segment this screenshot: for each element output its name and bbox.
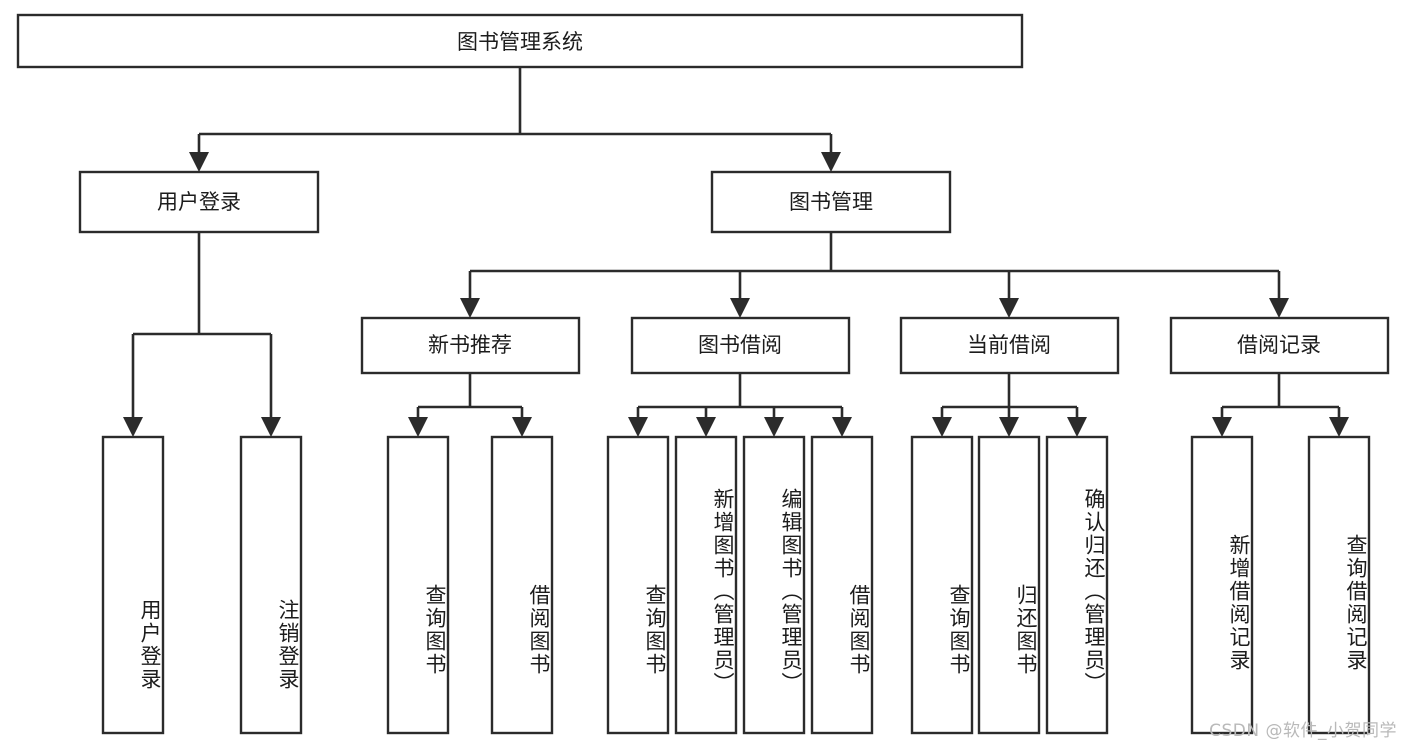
- connector-user-login-to-leaves: [123, 232, 281, 437]
- connector-book-management-to-level2: [460, 232, 1289, 318]
- node-box-leaf-query-record[interactable]: [1307, 435, 1371, 735]
- connector-borrow-record-to-leaves: [1212, 373, 1349, 437]
- arrow-head-icon: [730, 298, 750, 318]
- arrow-head-icon: [821, 152, 841, 172]
- arrow-head-icon: [512, 417, 532, 437]
- connector-new-book-recommend-to-leaves: [408, 373, 532, 437]
- node-label-book-borrow: 图书借阅: [698, 333, 782, 357]
- node-box-leaf-add-record[interactable]: [1190, 435, 1254, 735]
- node-box-leaf-add-book[interactable]: [674, 435, 738, 735]
- arrow-head-icon: [123, 417, 143, 437]
- node-box-leaf-borrow-book-2[interactable]: [810, 435, 874, 735]
- arrow-head-icon: [696, 417, 716, 437]
- node-label-new-book-recommend: 新书推荐: [428, 333, 512, 357]
- node-label-current-borrow: 当前借阅: [967, 333, 1051, 357]
- node-box-leaf-logout[interactable]: [239, 435, 303, 735]
- node-box-current-borrow[interactable]: [899, 316, 1120, 375]
- arrow-head-icon: [932, 417, 952, 437]
- node-box-leaf-user-login[interactable]: [101, 435, 165, 735]
- arrow-head-icon: [1067, 417, 1087, 437]
- connector-current-borrow-to-leaves: [932, 373, 1087, 437]
- csdn-watermark: CSDN @软件_小贺同学: [1209, 721, 1397, 741]
- arrow-head-icon: [261, 417, 281, 437]
- arrow-head-icon: [408, 417, 428, 437]
- connector-root-to-level1: [189, 67, 841, 172]
- node-label-root: 图书管理系统: [457, 30, 583, 54]
- node-box-leaf-query-book-2[interactable]: [606, 435, 670, 735]
- arrow-head-icon: [1329, 417, 1349, 437]
- connector-book-borrow-to-leaves: [628, 373, 852, 437]
- node-label-book-management: 图书管理: [789, 190, 873, 214]
- node-box-root[interactable]: [16, 13, 1024, 69]
- node-box-user-login[interactable]: [78, 170, 320, 234]
- arrow-head-icon: [189, 152, 209, 172]
- node-box-new-book-recommend[interactable]: [360, 316, 581, 375]
- node-box-leaf-confirm-return[interactable]: [1045, 435, 1109, 735]
- node-box-leaf-edit-book[interactable]: [742, 435, 806, 735]
- arrow-head-icon: [628, 417, 648, 437]
- node-label-user-login: 用户登录: [157, 190, 241, 214]
- arrow-head-icon: [1212, 417, 1232, 437]
- node-box-leaf-borrow-book-1[interactable]: [490, 435, 554, 735]
- arrow-head-icon: [999, 298, 1019, 318]
- node-box-leaf-query-book-3[interactable]: [910, 435, 974, 735]
- arrow-head-icon: [764, 417, 784, 437]
- arrow-head-icon: [999, 417, 1019, 437]
- arrow-head-icon: [460, 298, 480, 318]
- node-label-borrow-record: 借阅记录: [1237, 333, 1321, 357]
- node-box-leaf-query-book-1[interactable]: [386, 435, 450, 735]
- arrow-head-icon: [1269, 298, 1289, 318]
- arrow-head-icon: [832, 417, 852, 437]
- node-box-leaf-return-book[interactable]: [977, 435, 1041, 735]
